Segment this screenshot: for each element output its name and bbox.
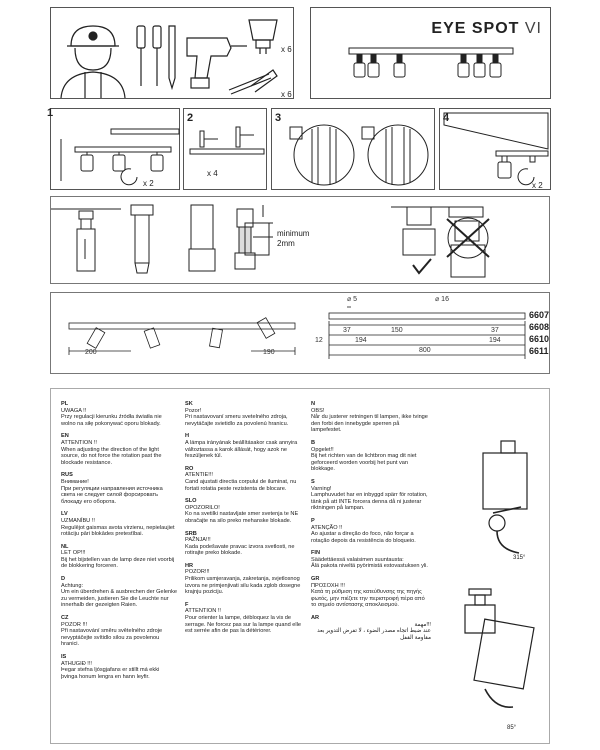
dim-d5-value: 5 <box>353 296 358 303</box>
dim-d5: ⌀ 5 <box>347 296 358 303</box>
dim-37b: 37 <box>491 327 499 334</box>
adjustment-illustration <box>51 204 490 278</box>
dim-d16-value: 16 <box>441 296 449 303</box>
step-1-panel: 1 x 2 <box>47 107 180 190</box>
minimum-text: minimum <box>277 229 310 238</box>
gu10-bulb-icon <box>248 19 278 54</box>
step-1-number: 1 <box>47 107 54 119</box>
product-codes: 6607 6608 6610 6611 <box>529 309 549 357</box>
dim-12: 12 <box>315 337 323 344</box>
code-6607: 6607 <box>529 310 550 320</box>
dim-150: 150 <box>391 327 403 334</box>
qty-bulbs: x 6 <box>281 45 292 54</box>
dim-200: 200 <box>85 349 97 356</box>
dim-800: 800 <box>419 347 431 354</box>
step-1-illustration <box>60 128 180 186</box>
dim-194a: 194 <box>355 337 367 344</box>
product-panel: EYE SPOT VI <box>310 7 551 99</box>
product-title-light: VI <box>524 20 542 37</box>
dim-190: 190 <box>263 349 275 356</box>
dim-d16: ⌀ 16 <box>435 296 449 303</box>
code-6611: 6611 <box>529 346 549 356</box>
worker-icon <box>60 25 126 99</box>
adjustment-panel: minimum 2mm <box>50 196 550 284</box>
step-3-number: 3 <box>275 112 282 124</box>
step-1-qty: x 2 <box>143 179 154 188</box>
product-title-bold: EYE SPOT <box>431 20 520 37</box>
qty-screws: x 6 <box>281 90 292 99</box>
step-3-illustration <box>289 124 429 186</box>
dim-37a: 37 <box>343 327 351 334</box>
product-illustration <box>348 47 514 78</box>
angle-315-label: 315° <box>513 555 526 561</box>
code-6608: 6608 <box>529 322 550 332</box>
step-2-number: 2 <box>187 112 194 124</box>
dimensions-illustration <box>68 306 526 359</box>
step-4-number: 4 <box>443 112 450 124</box>
warning-ar: AR!!!ﻣﻬﻤﺔ ﻋﻨﺪ ﺿﺒﻂ اﺗﺠﺎه ﻣﺼﺪر اﻟﻀﻮء ، ﻻ ﺗ… <box>311 615 431 641</box>
screwdriver-icon <box>136 25 176 91</box>
minimum-value: 2mm <box>277 239 295 248</box>
angle-85-label: 85° <box>507 725 517 731</box>
dim-194b: 194 <box>489 337 501 344</box>
step-4-qty: x 2 <box>532 181 543 190</box>
step-2-qty: x 4 <box>207 169 218 178</box>
dimensions-panel: 200 190 ⌀ 5 ⌀ 16 37 150 37 194 194 800 1… <box>50 292 550 374</box>
product-title: EYE SPOT VI <box>431 20 542 38</box>
code-6610: 6610 <box>529 334 550 344</box>
step-3-panel: 3 <box>271 108 435 190</box>
step-2-panel: 2 x 4 <box>183 108 267 190</box>
step-2-illustration <box>189 126 265 155</box>
step-4-illustration <box>443 112 549 186</box>
dowel-screw-icon <box>228 69 278 95</box>
tools-illustration <box>60 19 278 99</box>
step-4-panel: 4 x 2 <box>439 108 551 190</box>
drill-icon <box>186 37 247 89</box>
rotation-diagrams <box>464 440 535 708</box>
tools-panel: x 6 x 6 <box>50 7 294 99</box>
minimum-label: minimum 2mm <box>277 229 309 249</box>
